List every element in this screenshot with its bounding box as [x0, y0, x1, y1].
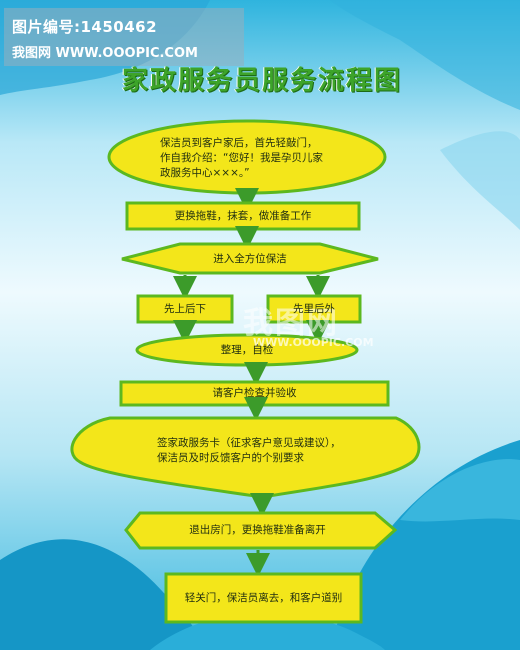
- step-8-text: 签家政服务卡（征求客户意见或建议）， 保洁员及时反馈客户的个别要求: [157, 437, 341, 464]
- step-5-text: 先里后外: [293, 303, 335, 315]
- step-6-text: 整理，自检: [220, 344, 274, 356]
- diagram-title: 家政服务员服务流程图: [121, 66, 402, 96]
- watermark-center: 我图网 WWW.OOOPIC.COM: [225, 298, 380, 358]
- watermark-center-logo: 我图网: [243, 306, 339, 341]
- step-2-text: 更换拖鞋，抹套，做准备工作: [174, 210, 312, 222]
- watermark-center-url: WWW.OOOPIC.COM: [253, 336, 374, 349]
- step-7-text: 请客户检查并验收: [212, 387, 297, 399]
- step-9-shape: [124, 511, 398, 550]
- step-3-shape: [121, 242, 379, 275]
- step-1-text: 保洁员到客户家后，首先轻敲门， 作自我介绍：“您好！我是孕贝儿家 政服务中心××…: [160, 137, 323, 179]
- step-3-text: 进入全方位保洁: [213, 253, 287, 265]
- step-10-text: 轻关门，保洁员离去，和客户道别: [184, 592, 343, 604]
- step-10-shape: [164, 572, 363, 624]
- watermark-image-id: 图片编号:1450462: [12, 18, 158, 36]
- step-4-text: 先上后下: [164, 303, 206, 315]
- step-9-text: 退出房门，更换拖鞋准备离开: [189, 524, 326, 536]
- watermark-site: 我图网 WWW.OOOPIC.COM: [12, 46, 198, 61]
- step-4-shape: [136, 294, 234, 324]
- watermark-box: [4, 8, 244, 66]
